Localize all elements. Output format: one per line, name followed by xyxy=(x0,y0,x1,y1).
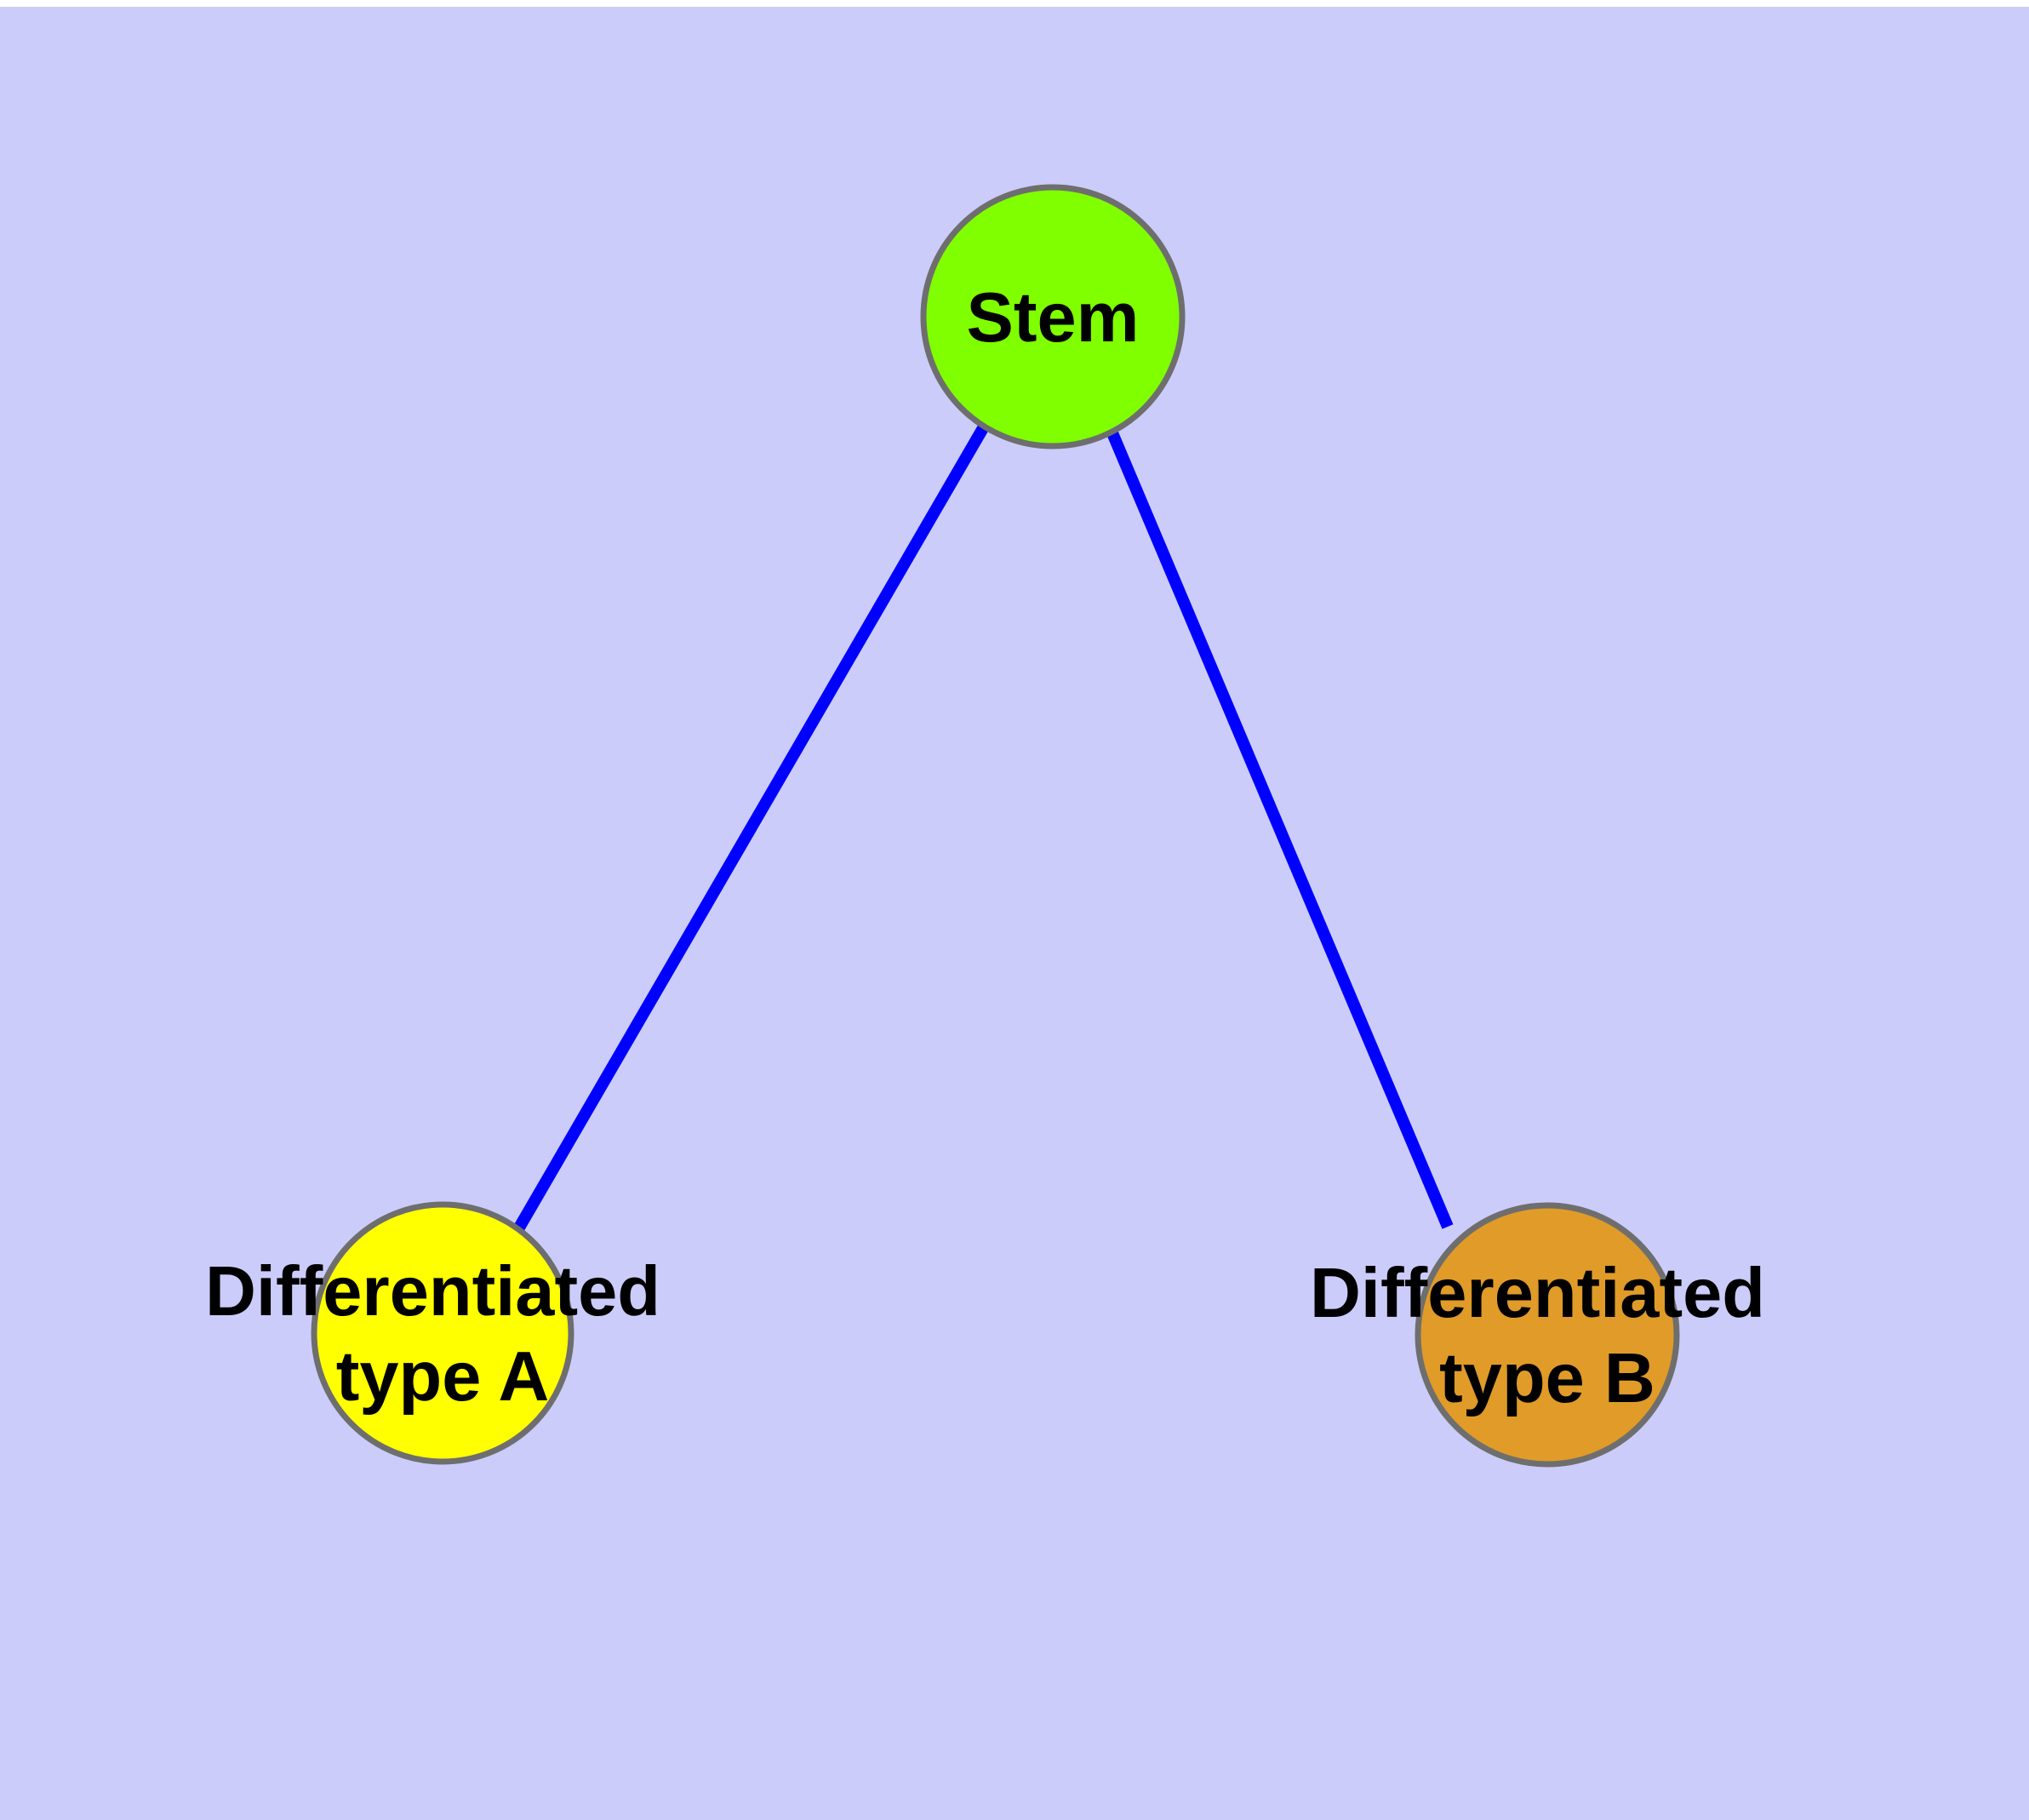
node-diff-b-label-line-1: Differentiated xyxy=(1310,1253,1765,1332)
node-diff-b-circle[interactable] xyxy=(1415,1202,1680,1468)
node-diff-b[interactable]: Differentiated type B xyxy=(1310,1202,1785,1468)
node-diff-a-label: Differentiated type A xyxy=(205,1251,680,1416)
edges-group xyxy=(510,425,1454,1237)
node-stem-circle[interactable] xyxy=(920,184,1186,449)
node-diff-a-label-line-2: type A xyxy=(336,1336,550,1416)
nodes-group: Stem Differentiated type A Differentiate… xyxy=(205,184,1785,1468)
node-diff-b-label-line-2: type B xyxy=(1439,1338,1655,1417)
node-stem-label-line-1: Stem xyxy=(967,278,1140,357)
node-diff-a[interactable]: Differentiated type A xyxy=(205,1201,680,1465)
edge-stem-to-diff-a[interactable] xyxy=(510,425,989,1237)
edge-stem-to-diff-b[interactable] xyxy=(1105,426,1454,1229)
node-diff-a-circle[interactable] xyxy=(311,1201,574,1465)
node-stem-label: Stem xyxy=(967,278,1140,357)
node-diff-b-label: Differentiated type B xyxy=(1310,1253,1785,1417)
node-stem[interactable]: Stem xyxy=(920,184,1186,449)
node-diff-a-label-line-1: Differentiated xyxy=(205,1251,660,1331)
